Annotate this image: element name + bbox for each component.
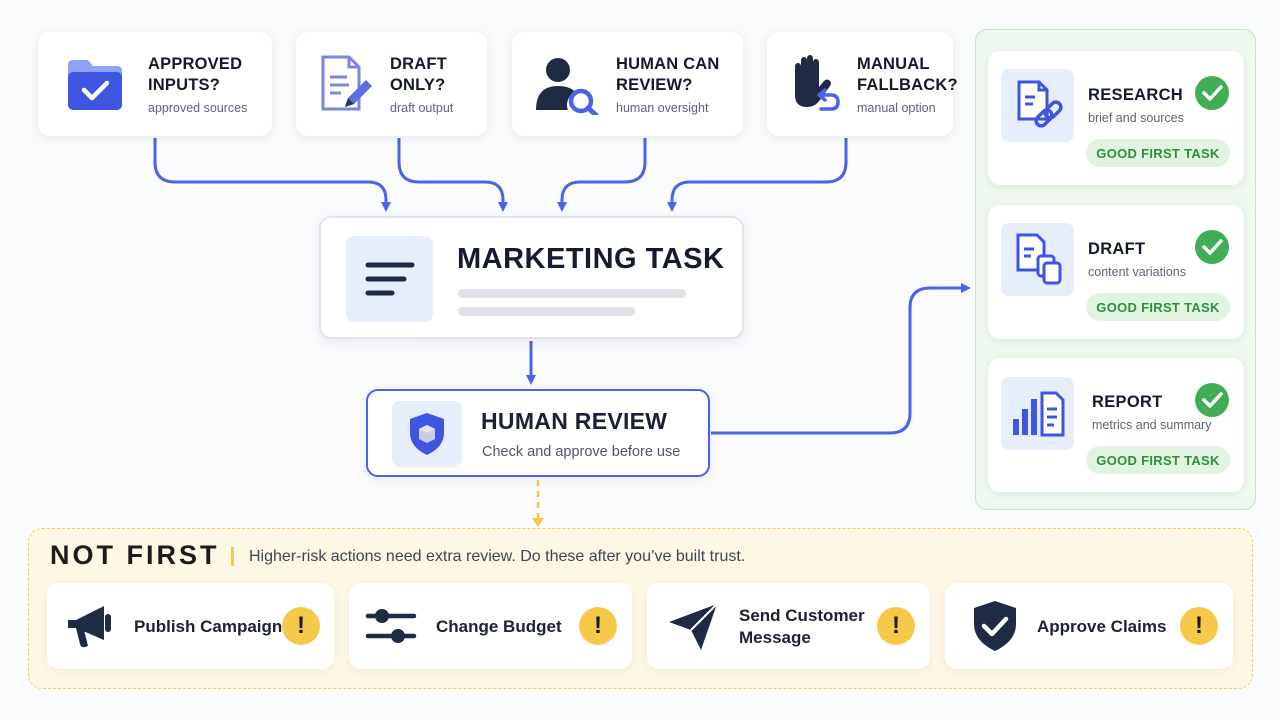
good-task-title: DRAFT [1088, 240, 1146, 258]
check-circle-icon [1195, 76, 1229, 110]
risk-card-send-customer-message: Send Customer Message ! [647, 583, 930, 669]
good-task-subtitle: metrics and summary [1092, 418, 1212, 432]
hand-undo-icon [785, 45, 843, 123]
connector-inputs-to-task [153, 138, 391, 212]
risk-card-approve-claims: Approve Claims ! [945, 583, 1233, 669]
review-subtitle: Check and approve before use [482, 444, 681, 460]
warning-icon: ! [282, 607, 320, 645]
document-pencil-icon [314, 45, 378, 123]
connector-review-to-good-tasks [711, 283, 971, 435]
folder-check-icon [56, 45, 134, 123]
paper-plane-icon [665, 600, 721, 652]
good-first-task-badge: GOOD FIRST TASK [1086, 139, 1230, 167]
good-task-card-report: REPORT metrics and summary GOOD FIRST TA… [988, 358, 1244, 492]
risk-label: Change Budget [436, 617, 562, 636]
not-first-title: NOT FIRST [50, 540, 220, 570]
warning-icon: ! [877, 607, 915, 645]
good-first-task-badge: GOOD FIRST TASK [1086, 293, 1230, 321]
risk-card-publish-campaign: Publish Campaign ! [47, 583, 334, 669]
person-search-icon [530, 45, 602, 123]
megaphone-icon [63, 600, 119, 652]
good-task-title: REPORT [1092, 393, 1163, 411]
warning-icon: ! [1180, 607, 1218, 645]
placeholder-line [458, 307, 635, 316]
criteria-subtitle: approved sources [148, 100, 248, 115]
good-task-card-research: RESEARCH brief and sources GOOD FIRST TA… [988, 51, 1244, 185]
criteria-subtitle: human oversight [616, 100, 709, 115]
check-circle-icon [1195, 383, 1229, 417]
risk-label: Approve Claims [1037, 617, 1167, 636]
connector-fallback-to-task [667, 138, 848, 212]
criteria-card-approved-inputs: APPROVED INPUTS? approved sources [38, 32, 272, 136]
placeholder-line [458, 289, 686, 298]
connector-review-to-task [557, 138, 647, 212]
review-title: HUMAN REVIEW [481, 408, 668, 434]
shield-icon [392, 401, 462, 467]
risk-label: Publish Campaign [134, 617, 283, 636]
criteria-title: DRAFT ONLY? [390, 54, 447, 94]
human-review-card: HUMAN REVIEW Check and approve before us… [366, 389, 710, 477]
documents-copy-icon [1001, 223, 1074, 296]
criteria-card-draft-only: DRAFT ONLY? draft output [296, 32, 487, 136]
task-title: MARKETING TASK [457, 243, 725, 275]
good-task-subtitle: brief and sources [1088, 111, 1184, 125]
good-task-subtitle: content variations [1088, 265, 1186, 279]
sliders-icon [363, 600, 419, 652]
criteria-subtitle: manual option [857, 100, 936, 115]
warning-icon: ! [579, 607, 617, 645]
good-first-task-badge: GOOD FIRST TASK [1086, 446, 1230, 474]
check-circle-icon [1195, 230, 1229, 264]
criteria-title: HUMAN CAN REVIEW? [616, 54, 720, 94]
risk-label: Send Customer Message [739, 606, 865, 647]
document-link-icon [1001, 69, 1074, 142]
connector-draft-to-task [397, 138, 508, 212]
criteria-title: APPROVED INPUTS? [148, 54, 243, 94]
good-task-card-draft: DRAFT content variations GOOD FIRST TASK [988, 205, 1244, 339]
not-first-description: Higher-risk actions need extra review. D… [249, 548, 746, 565]
criteria-subtitle: draft output [390, 100, 454, 115]
divider [231, 547, 234, 566]
bar-chart-document-icon [1001, 377, 1074, 450]
criteria-card-human-can-review: HUMAN CAN REVIEW? human oversight [512, 32, 743, 136]
shield-check-icon [967, 600, 1023, 652]
criteria-card-manual-fallback: MANUAL FALLBACK? manual option [767, 32, 958, 136]
risk-card-change-budget: Change Budget ! [349, 583, 632, 669]
marketing-task-card: MARKETING TASK [319, 216, 744, 339]
criteria-title: MANUAL FALLBACK? [857, 54, 958, 94]
good-task-title: RESEARCH [1088, 86, 1183, 104]
text-lines-icon [346, 236, 433, 322]
